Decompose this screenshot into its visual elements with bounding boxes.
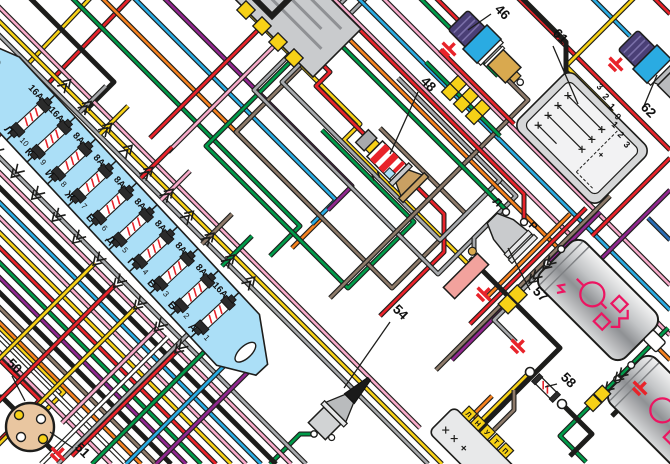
wire [149,25,263,139]
wire [79,85,107,113]
wire [91,331,225,464]
wire [0,171,292,464]
terminal-L [501,207,511,217]
wire [40,336,169,464]
wire [0,351,112,464]
wire [0,201,262,464]
wire [99,105,129,135]
wire [485,213,571,299]
wire [234,19,468,290]
switch-scale-digit: 1 [607,101,618,112]
wire [221,235,253,267]
switch-scale-digit: 0 [613,111,624,122]
wire [647,217,670,241]
wire [601,189,670,259]
wire [72,0,302,257]
motor-corner [606,354,670,464]
switch-plus-mark: + [596,149,607,160]
wire [201,213,233,245]
fuse-number: 4 [141,267,151,277]
label-46: 46 [492,2,514,24]
motor-wiper [536,238,666,362]
wire [561,403,594,457]
switch-scale-digit: 3 [595,81,606,92]
relay-terminal-letter: Т [492,438,500,446]
fuse-6: 8А Д 5 [104,196,158,255]
key-slot [251,0,293,21]
wire [0,216,247,464]
wire [0,156,307,464]
wire [0,246,217,464]
wire [592,0,631,37]
wire [167,41,279,153]
motor-pads [497,283,612,413]
fuse-number: 7 [79,202,89,212]
wire [160,170,191,201]
relay-terminal-letter: П [501,447,510,456]
fuse-number: 1 [202,333,212,343]
wire [61,328,157,424]
buzzer-57: Л Р [442,196,540,306]
wire [0,186,277,464]
junction-block [440,74,492,126]
switch-pos-digit: 1 [610,119,621,130]
fuse-number: 3 [161,289,171,299]
round-connector-50 [4,401,56,453]
wire [0,231,232,464]
wire [493,390,516,431]
motor-schematic [556,278,630,332]
wire [328,0,526,220]
switch-61: 3 2 1 0 1 2 3 + [516,72,648,204]
wire [0,306,157,464]
wire [155,357,263,464]
wire [0,336,127,464]
mount-slot [234,341,257,363]
fuse-9: 8А Б 2 [165,262,220,321]
wire [329,79,530,299]
sensor-46 [448,10,525,87]
label-58: 58 [558,370,580,392]
wire [439,49,515,125]
terminal-R [519,217,529,227]
connector-pads [235,0,305,69]
wire [435,195,611,371]
wire [0,262,96,360]
wire [71,350,178,457]
wire [0,291,172,464]
switch-scale-digit: 2 [601,91,612,102]
wire [469,207,587,325]
switch-pos-digit: 2 [616,129,627,140]
relay-box: Л Н У Т П [430,405,518,464]
fuse-4: 8А Ж 7 [61,152,117,212]
fuse-number: 2 [182,311,192,321]
wire [0,20,443,464]
relay-terminal-letter: Н [473,420,482,429]
relay-terminal-letter: Л [464,411,472,419]
wire [591,157,670,237]
fuse-number: 6 [100,224,110,234]
wire [0,261,202,464]
wire [0,6,421,429]
sensor-62 [618,30,670,104]
wire [0,276,187,464]
wire [0,284,116,402]
wire [358,0,670,311]
wire [522,0,568,76]
wire [204,57,416,290]
fuse-block: 16А Л 10 16А К 9 8А И 8 8А Ж 7 8А Е 6 [0,42,269,377]
sensor-54 [307,376,372,442]
relay-terminal-letter: У [482,429,490,437]
fuse-number: 9 [38,158,48,168]
inline-fuse-58 [524,366,568,410]
harness-connector [229,0,363,79]
fuse-number: 8 [59,180,69,190]
flag-plate [442,246,490,300]
fuse-number: 5 [120,245,130,255]
wire [654,0,670,15]
coil-48 [354,128,430,204]
wire [485,403,505,423]
wire [518,0,670,151]
switch-pos-digit: 3 [622,139,633,150]
